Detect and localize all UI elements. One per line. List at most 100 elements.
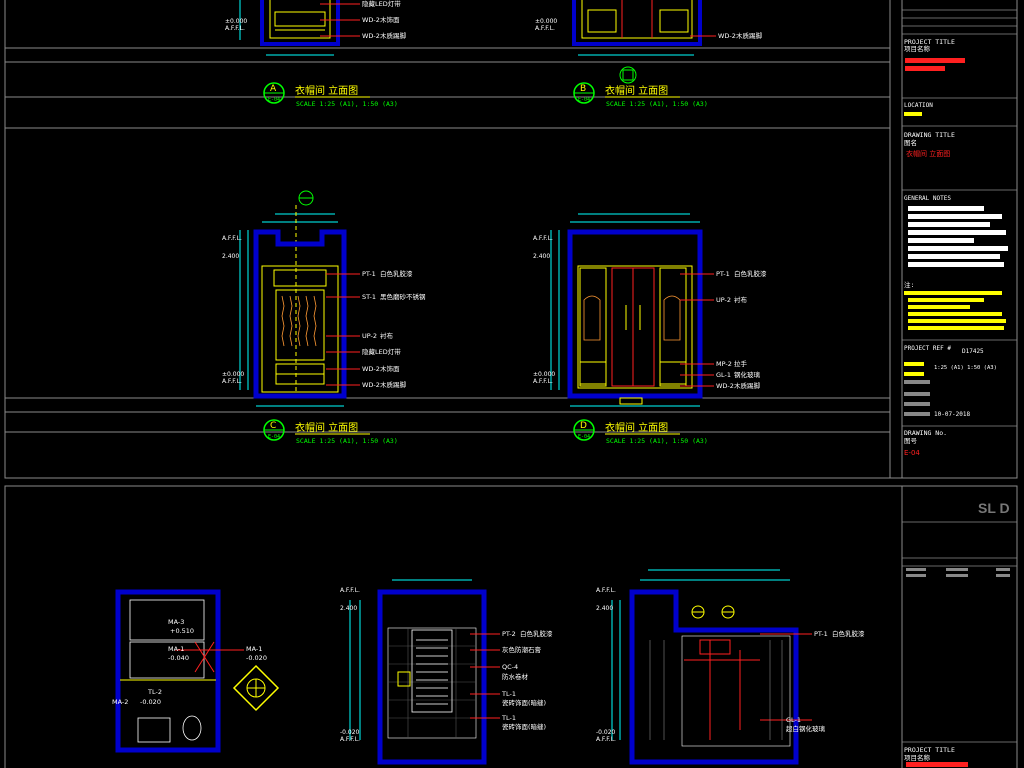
view-c-tag-3-code: UP-2 (362, 332, 377, 340)
view-b-title: 衣帽间 立面图 (605, 84, 668, 97)
tb-general-notes-label: GENERAL NOTES (904, 195, 951, 202)
bath-mid-affl-bottom: A.F.F.L. (340, 736, 360, 743)
view-c-tag-5-code: WD-2 (362, 365, 380, 373)
view-b-floor-level: ±0.000 (535, 18, 557, 25)
bath-mid-tag-5-code: TL-1 (501, 690, 516, 698)
plan-tag-2-level: -0.040 (168, 654, 189, 662)
title-block-top (902, 9, 1017, 427)
view-b-tag-1-text: 木质踢脚 (736, 31, 763, 40)
bath-right-tag-1-code: PT-1 (814, 630, 828, 638)
tb-project-ref-value: D17425 (962, 348, 984, 355)
elevation-view-d (550, 213, 714, 407)
view-c-tag-5-text: 木饰面 (380, 364, 400, 373)
plan-tag-5-code: MA-2 (112, 698, 128, 706)
bath-mid-tag-1-code: PT-2 (502, 630, 516, 638)
bath-mid-floor: -0.020 (340, 729, 360, 736)
view-a-tag-2-code: WD-2 (362, 16, 380, 24)
view-c-tag-2-text: 黑色磨砂不锈钢 (380, 292, 426, 301)
view-d-tag-3-code: MP-2 (716, 360, 732, 368)
view-b-affl: A.F.F.L. (535, 25, 555, 32)
title-block-bottom (902, 521, 1017, 767)
view-c-ceiling-level: 2.400 (222, 253, 239, 260)
bath-mid-tag-3-code: QC-4 (502, 663, 518, 671)
view-c-affl-bottom: A.F.F.L. (222, 378, 242, 385)
view-c-title: 衣帽间 立面图 (295, 421, 358, 434)
view-d-tag-5-text: 木质踢脚 (734, 381, 761, 390)
view-d-tag-4-code: GL-1 (716, 371, 731, 379)
view-a-tag-2-text: 木饰面 (380, 15, 400, 24)
view-a-marker (263, 82, 285, 104)
view-d-scale: SCALE 1:25 (A1), 1:50 (A3) (606, 437, 708, 445)
tb-date-value: 10-07-2018 (934, 411, 971, 418)
view-d-marker-letter: D (580, 421, 587, 431)
view-c-tag-4-text: 隐藏LED灯带 (362, 347, 401, 356)
tb-project-ref-label: PROJECT REF # (904, 345, 951, 352)
bath-mid-tag-7-code: TL-1 (501, 714, 516, 722)
elevation-view-c (239, 190, 360, 407)
plan-tag-3-level: -0.020 (246, 654, 267, 662)
view-d-tag-4-text: 钢化玻璃 (734, 370, 761, 379)
view-d-ceiling-level: 2.400 (533, 253, 550, 260)
view-d-affl-top: A.F.F.L. (533, 235, 553, 242)
view-d-affl-bottom: A.F.F.L. (533, 378, 553, 385)
view-a-title: 衣帽间 立面图 (295, 84, 358, 97)
bathroom-floor-plan (115, 589, 280, 753)
bath-mid-tag-2-text: 灰色防潮石膏 (502, 645, 542, 654)
view-b-marker (573, 82, 595, 104)
view-a-floor-level: ±0.000 (225, 18, 247, 25)
view-d-marker-ref: E-04 (578, 434, 590, 440)
view-a-affl: A.F.F.L. (225, 25, 245, 32)
tb-scale-value: 1:25 (A1) 1:50 (A3) (934, 365, 997, 371)
tb-project-title-label-2: PROJECT TITLE (904, 746, 955, 754)
view-a-tag-1: 隐藏LED灯带 (362, 0, 401, 8)
view-c-tag-1-code: PT-1 (362, 270, 376, 278)
elevation-view-a (239, 0, 360, 56)
bath-right-tag-2-text: 超白钢化玻璃 (786, 724, 826, 733)
view-a-marker-ref: E-04 (268, 97, 280, 103)
plan-tag-4-code: TL-2 (147, 688, 162, 696)
view-d-marker (573, 419, 595, 441)
plan-tag-1-code: MA-3 (168, 618, 184, 626)
view-d-tag-3-text: 拉手 (734, 359, 748, 368)
tb-project-title-label: PROJECT TITLE (904, 38, 955, 46)
view-c-marker-letter: C (270, 421, 276, 431)
tb-drawing-no-value: E-04 (904, 449, 920, 457)
plan-tag-1-level: +0.510 (170, 627, 194, 635)
view-c-floor-level: ±0.000 (222, 371, 244, 378)
view-d-tag-1-text: 白色乳胶漆 (734, 269, 767, 278)
tb-project-title-cn-2: 项目名称 (904, 753, 931, 762)
view-a-tag-3-text: 木质踢脚 (380, 31, 407, 40)
elevation-view-b (572, 0, 716, 84)
bathroom-elevation-right (611, 569, 812, 765)
tb-notes-cn: 注: (904, 280, 914, 289)
tb-drawing-no-cn: 图号 (904, 437, 918, 445)
view-b-marker-ref: E-04 (578, 97, 590, 103)
tb-project-title-cn: 项目名称 (904, 44, 931, 53)
bath-mid-ceiling: 2.400 (340, 605, 357, 612)
bath-right-tag-2-code: GL-1 (786, 716, 801, 724)
tb-drawing-title-cn: 图名 (904, 138, 917, 147)
view-b-marker-letter: B (580, 84, 586, 94)
tb-drawing-title-value: 衣帽间 立面图 (906, 149, 950, 158)
view-a-scale: SCALE 1:25 (A1), 1:50 (A3) (296, 100, 398, 108)
bath-right-affl-bottom: A.F.F.L. (596, 736, 616, 743)
bath-mid-tag-1-text: 白色乳胶漆 (520, 629, 553, 638)
view-c-marker (263, 419, 285, 441)
tb-location-label: LOCATION (904, 102, 933, 109)
view-c-tag-6-text: 木质踢脚 (380, 380, 407, 389)
tb-drawing-no-label: DRAWING No. (904, 429, 947, 437)
view-d-title: 衣帽间 立面图 (605, 421, 668, 434)
view-d-tag-2-text: 衬布 (734, 295, 748, 304)
view-c-scale: SCALE 1:25 (A1), 1:50 (A3) (296, 437, 398, 445)
view-b-scale: SCALE 1:25 (A1), 1:50 (A3) (606, 100, 708, 108)
sheet-frames (4, 0, 1018, 768)
bath-mid-tag-8-text: 瓷砖饰面(暗缝) (502, 722, 546, 731)
bath-right-tag-1-text: 白色乳胶漆 (832, 629, 865, 638)
tb-drawing-title-label: DRAWING TITLE (904, 131, 955, 139)
bath-right-affl-top: A.F.F.L. (596, 587, 616, 594)
view-c-tag-6-code: WD-2 (362, 381, 380, 389)
bath-right-ceiling: 2.400 (596, 605, 613, 612)
plan-tag-3-code: MA-1 (246, 645, 262, 653)
view-d-tag-5-code: WD-2 (716, 382, 734, 390)
